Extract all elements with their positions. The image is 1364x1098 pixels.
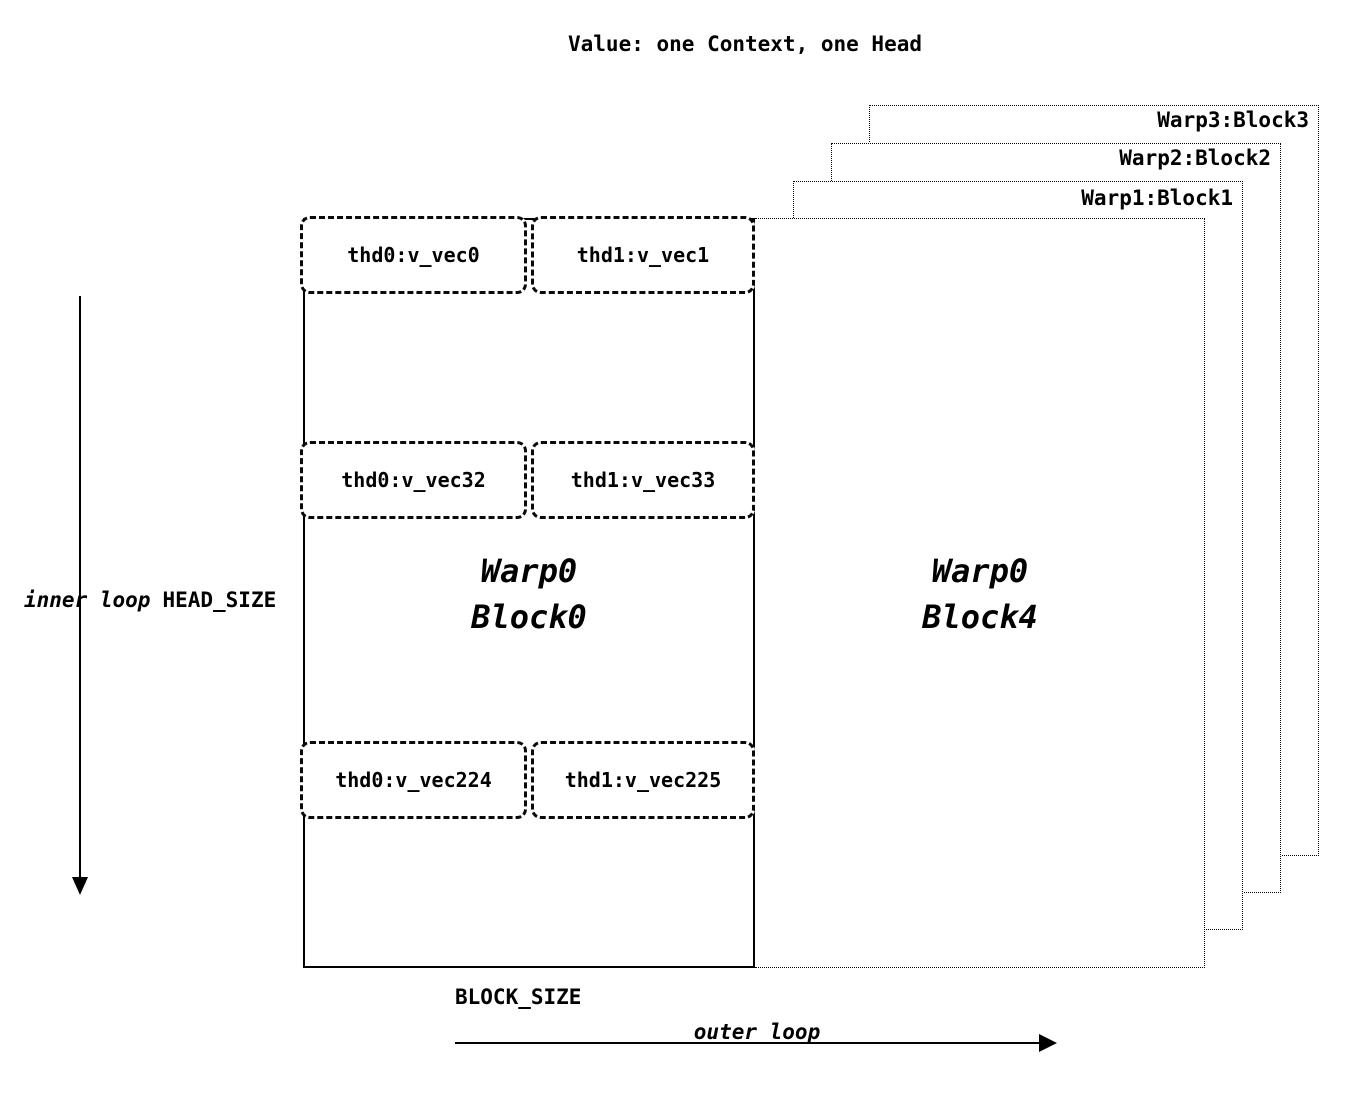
thd1-v_vec225-label: thd1:v_vec225 bbox=[564, 768, 722, 792]
warp0-block4-panel bbox=[755, 218, 1205, 968]
inner-loop-arrow bbox=[79, 296, 81, 878]
warp0-block0-label-line1: Warp0 bbox=[480, 552, 578, 590]
warp0-block4-label-line1: Warp0 bbox=[931, 552, 1029, 590]
thd1-v_vec33-label: thd1:v_vec33 bbox=[570, 468, 716, 492]
warp0-block4-label: Warp0 Block4 bbox=[755, 548, 1205, 640]
block-size-label: BLOCK_SIZE bbox=[455, 985, 582, 1009]
inner-loop-arrowhead bbox=[72, 877, 88, 895]
warp2-block2-label: Warp2:Block2 bbox=[1119, 146, 1271, 170]
warp0-block0-label: Warp0 Block0 bbox=[303, 548, 755, 640]
thd1-v_vec33-box: thd1:v_vec33 bbox=[531, 441, 755, 519]
thd1-v_vec1-label: thd1:v_vec1 bbox=[576, 243, 710, 267]
warp1-block1-label: Warp1:Block1 bbox=[1081, 186, 1233, 210]
warp3-block3-label: Warp3:Block3 bbox=[1157, 108, 1309, 132]
head-size-label: HEAD_SIZE bbox=[162, 588, 277, 612]
thd0-v_vec32-box: thd0:v_vec32 bbox=[300, 441, 527, 519]
inner-loop-axis-label: inner loop HEAD_SIZE bbox=[24, 588, 276, 612]
warp0-block4-label-line2: Block4 bbox=[922, 598, 1038, 636]
thd0-v_vec224-label: thd0:v_vec224 bbox=[335, 768, 492, 792]
thd0-v_vec224-box: thd0:v_vec224 bbox=[300, 741, 527, 819]
diagram-title: Value: one Context, one Head bbox=[567, 32, 923, 56]
inner-loop-label: inner loop bbox=[24, 588, 151, 612]
warp0-block0-panel bbox=[303, 218, 755, 968]
thd1-v_vec225-box: thd1:v_vec225 bbox=[531, 741, 755, 819]
thd1-v_vec1-box: thd1:v_vec1 bbox=[531, 216, 755, 294]
outer-loop-label: outer loop bbox=[693, 1020, 821, 1044]
outer-loop-arrow bbox=[455, 1042, 1040, 1044]
outer-loop-arrowhead bbox=[1039, 1034, 1057, 1052]
warp0-block0-label-line2: Block0 bbox=[471, 598, 587, 636]
thd0-v_vec32-label: thd0:v_vec32 bbox=[341, 468, 486, 492]
thd0-v_vec0-label: thd0:v_vec0 bbox=[347, 243, 480, 267]
thd0-v_vec0-box: thd0:v_vec0 bbox=[300, 216, 527, 294]
